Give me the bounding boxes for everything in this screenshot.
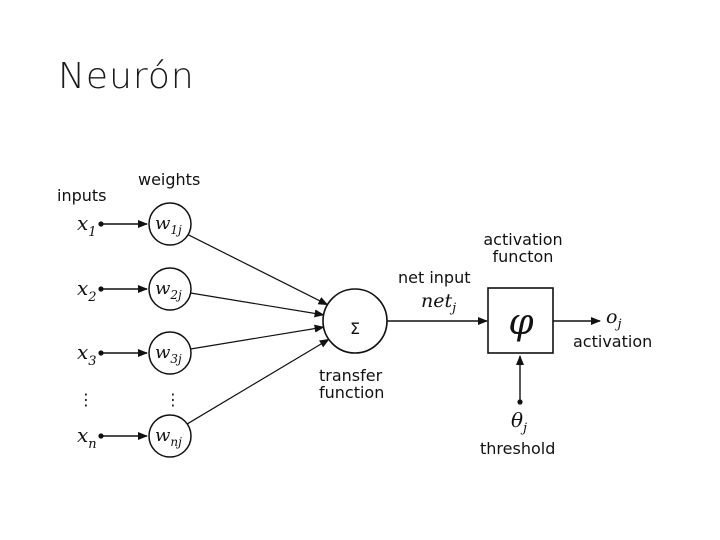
inputs-ellipsis: ⋮ bbox=[78, 390, 94, 409]
inputs-label: inputs bbox=[57, 186, 107, 205]
function-label: function bbox=[319, 383, 384, 402]
slide-title: Neurón bbox=[58, 56, 195, 97]
input-x-1: x1 bbox=[77, 211, 97, 240]
weight-node bbox=[148, 414, 192, 458]
weights-label: weights bbox=[138, 170, 200, 189]
weight-to-sum-arrow bbox=[190, 292, 325, 318]
weight-symbol-3j: w3j bbox=[155, 342, 182, 366]
weight-symbol-2j: w2j bbox=[155, 278, 182, 302]
weight-node bbox=[148, 202, 192, 246]
weight-symbol-nj: wnj bbox=[155, 425, 182, 449]
weight-to-sum-arrow bbox=[187, 234, 329, 306]
input-x-2: x2 bbox=[77, 276, 97, 305]
weight-node bbox=[148, 331, 192, 375]
activation-label: activation bbox=[573, 332, 652, 351]
input-rows: x1 w1j x2 w2j x3 w3j xn wnj bbox=[77, 202, 330, 458]
threshold-label: threshold bbox=[480, 439, 555, 458]
weight-node bbox=[148, 267, 192, 311]
activation-function-label-1: activation bbox=[483, 230, 562, 249]
threshold-dot bbox=[517, 399, 523, 405]
input-x-3: x3 bbox=[77, 340, 97, 369]
theta-symbol: θj bbox=[511, 408, 527, 436]
activation-function-label-2: functon bbox=[493, 247, 554, 266]
phi-icon: φ bbox=[508, 302, 534, 343]
transfer-label: transfer bbox=[319, 366, 383, 385]
weight-to-sum-arrow bbox=[190, 324, 325, 350]
net-symbol: netj bbox=[421, 290, 456, 316]
weights-ellipsis: ⋮ bbox=[165, 390, 181, 409]
weight-symbol-1j: w1j bbox=[155, 213, 182, 237]
net-input-label: net input bbox=[398, 268, 471, 287]
sum-icon: Σ bbox=[350, 319, 360, 338]
input-x-n: xn bbox=[77, 423, 97, 452]
output-symbol: oj bbox=[606, 306, 621, 332]
weight-to-sum-arrow bbox=[186, 338, 330, 425]
